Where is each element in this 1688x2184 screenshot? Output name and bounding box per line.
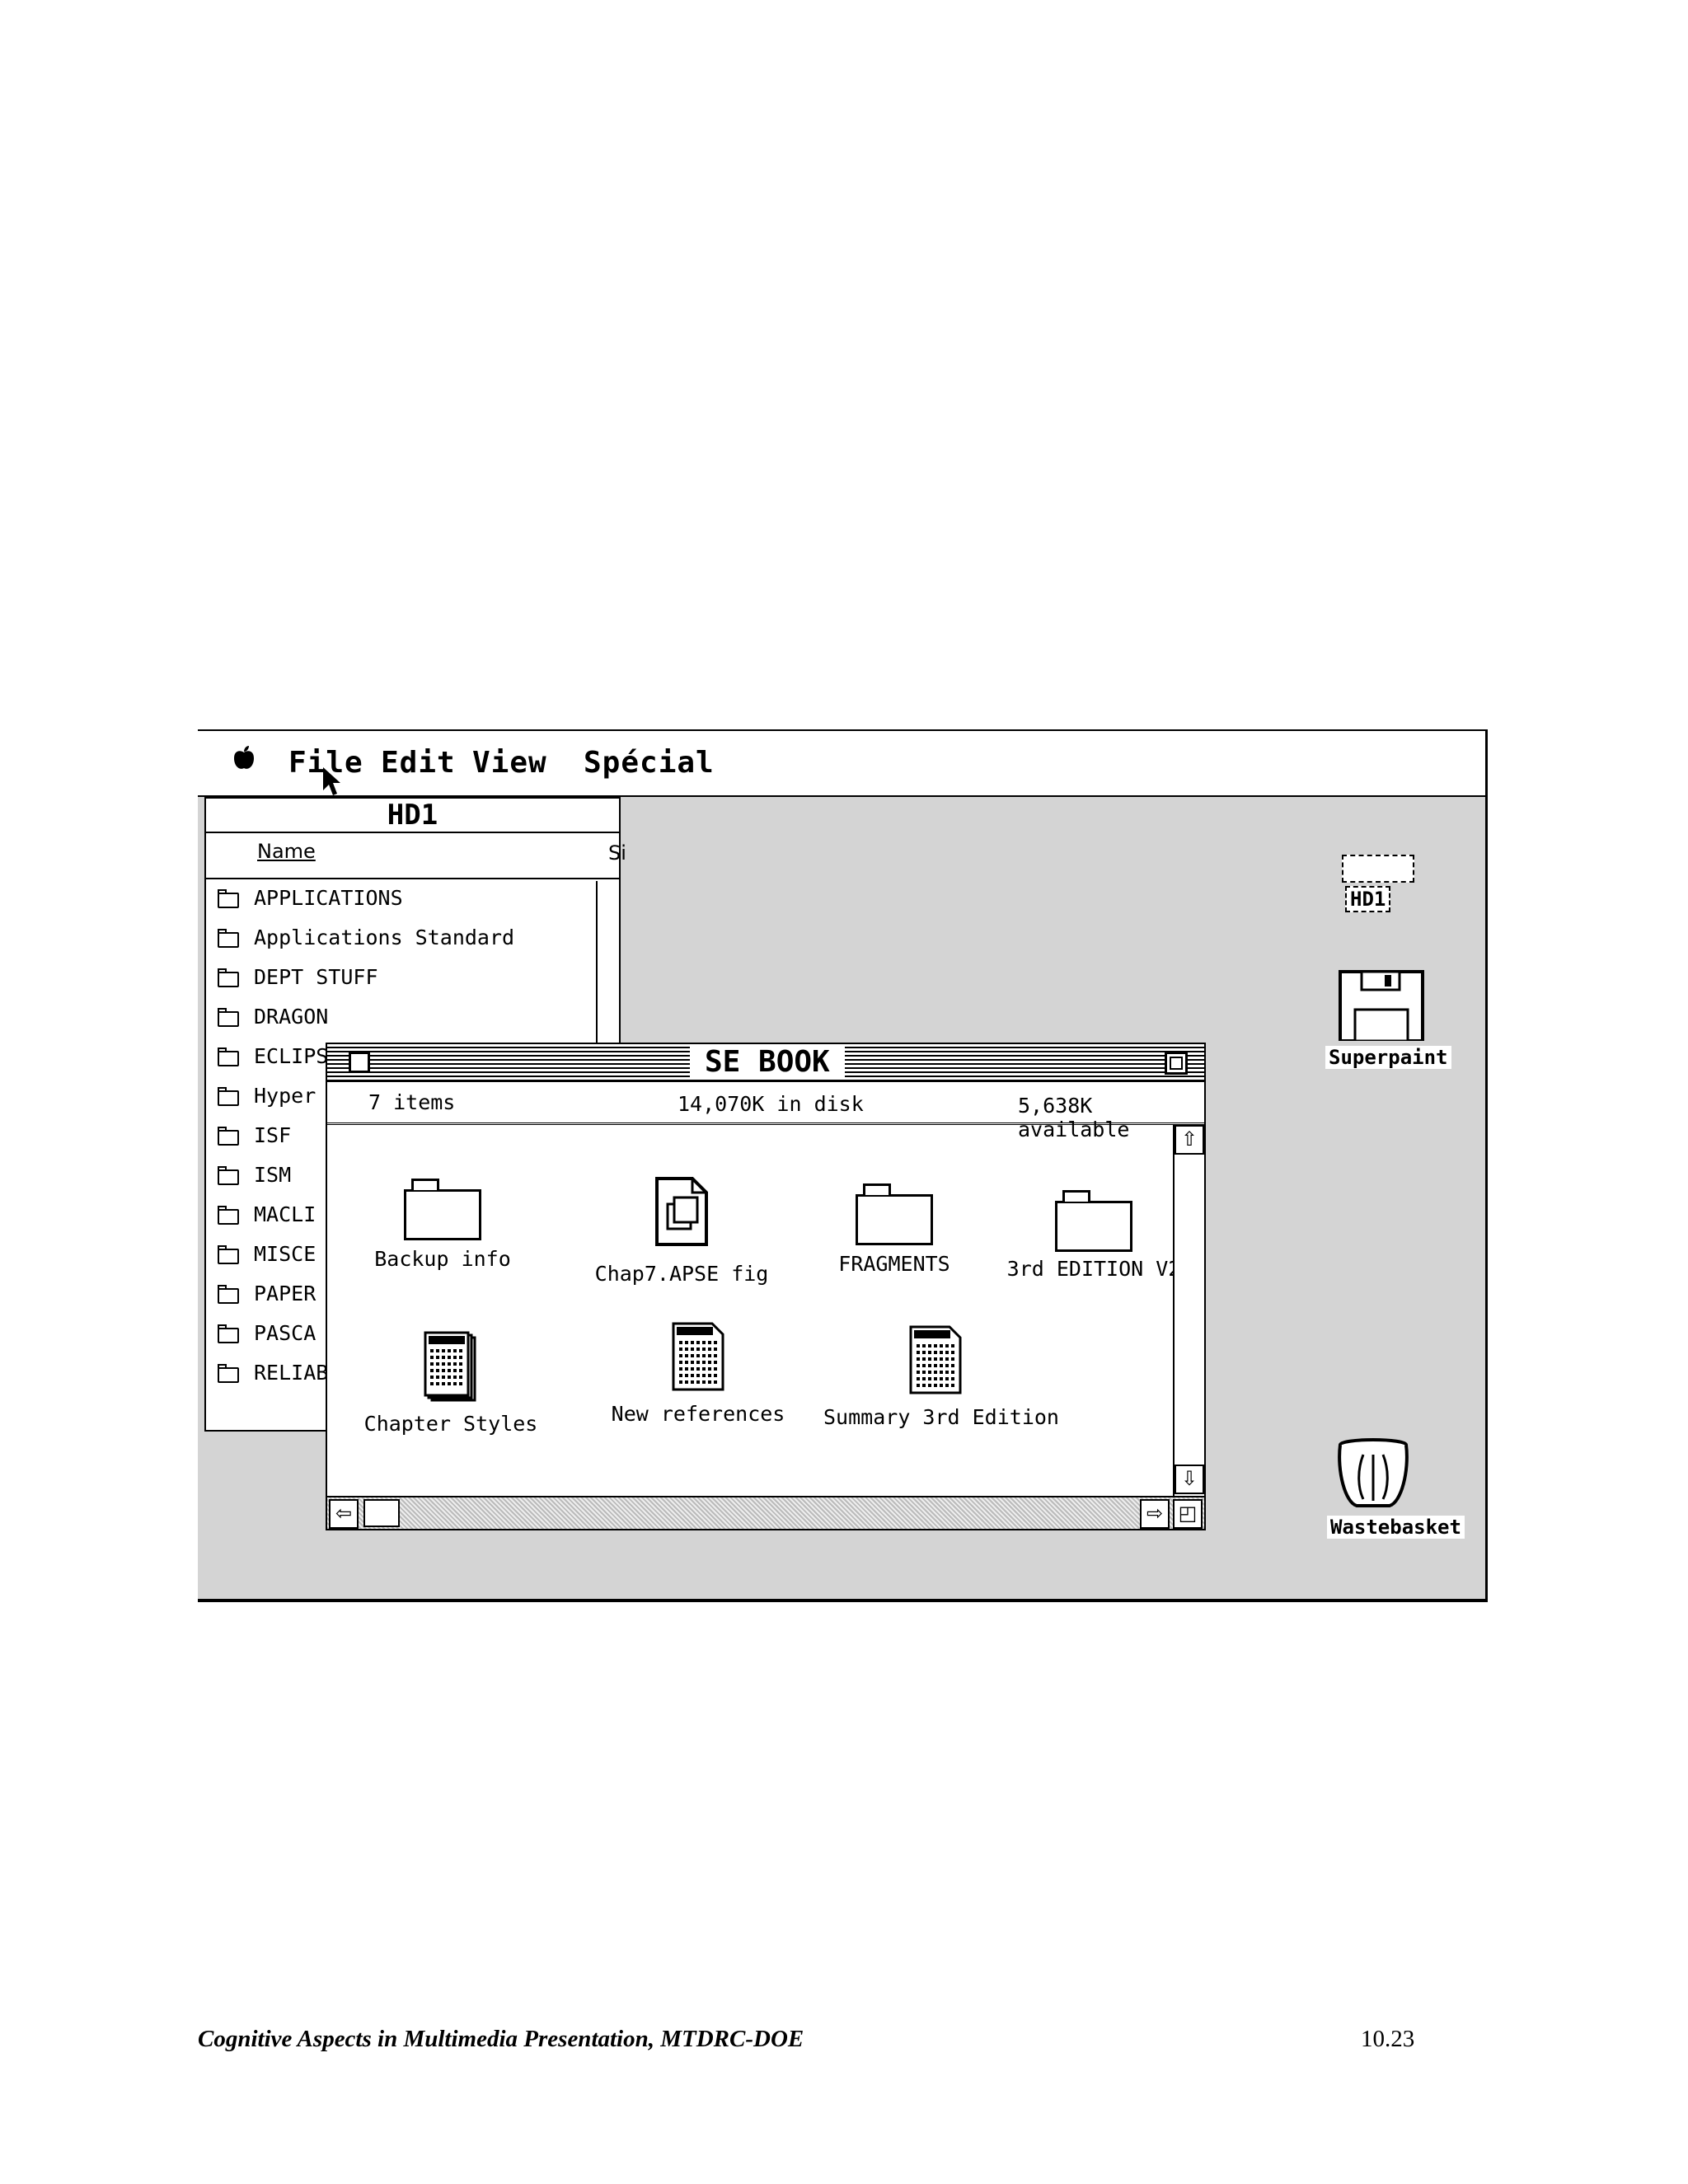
list-item-label: ECLIPS	[254, 1044, 329, 1068]
list-item-label: MISCE	[254, 1242, 316, 1266]
folder-icon	[218, 1047, 239, 1066]
disk-available: 5,638K available	[1018, 1094, 1130, 1141]
folder-icon	[218, 1285, 239, 1304]
list-item[interactable]: PASCA	[206, 1316, 598, 1356]
list-item-label: ISF	[254, 1123, 292, 1147]
list-item[interactable]: DEPT STUFF	[206, 960, 598, 1000]
folder-icon	[1055, 1190, 1132, 1252]
vertical-scrollbar[interactable]: ⇧ ⇩	[1173, 1125, 1204, 1496]
list-item-label: Applications Standard	[254, 926, 515, 949]
folder-icon	[218, 1364, 239, 1383]
icon-label: Backup info	[374, 1247, 511, 1271]
list-item[interactable]: RELIAB	[206, 1356, 598, 1395]
author-document-icon	[672, 1322, 724, 1391]
document-icon	[655, 1177, 708, 1246]
list-item-label: MACLI	[254, 1202, 316, 1226]
list-item-label: DRAGON	[254, 1005, 329, 1029]
footer-citation: Cognitive Aspects in Multimedia Presenta…	[198, 2026, 804, 2052]
author-document-icon	[424, 1331, 476, 1402]
scroll-down-arrow-icon[interactable]: ⇩	[1175, 1465, 1204, 1494]
author-document-icon	[909, 1325, 962, 1394]
zoom-box-icon[interactable]	[1165, 1052, 1188, 1075]
icon-label: Summary 3rd Edition	[823, 1405, 1059, 1429]
se-book-window[interactable]: SE BOOK 7 items 14,070K in disk 5,638K a…	[326, 1043, 1206, 1530]
list-item[interactable]: DRAGON	[206, 1000, 598, 1039]
column-name-header[interactable]: Name	[257, 840, 316, 863]
item-count: 7 items	[368, 1090, 456, 1114]
folder-icon	[218, 1245, 239, 1264]
folder-icon	[218, 1127, 239, 1146]
list-item[interactable]: PAPER	[206, 1277, 598, 1316]
list-item[interactable]: MACLI	[206, 1197, 598, 1237]
folder-icon	[404, 1179, 481, 1240]
list-item-label: PASCA	[254, 1321, 316, 1345]
list-item[interactable]: APPLICATIONS	[206, 881, 598, 921]
window-title: SE BOOK	[690, 1046, 845, 1079]
scroll-left-arrow-icon[interactable]: ⇦	[329, 1499, 359, 1529]
mouse-pointer-icon	[323, 767, 340, 795]
folder-icon	[856, 1183, 933, 1245]
list-item-label: RELIAB	[254, 1361, 329, 1385]
scroll-thumb[interactable]	[363, 1499, 400, 1527]
folder-icon	[218, 889, 239, 908]
list-item[interactable]: ECLIPS	[206, 1039, 598, 1079]
folder-icon	[218, 1324, 239, 1343]
icon-label: FRAGMENTS	[838, 1252, 950, 1276]
menu-view[interactable]: View	[472, 746, 547, 780]
desktop-icon-label: Wastebasket	[1327, 1516, 1465, 1539]
list-item-label: DEPT STUFF	[254, 965, 378, 989]
window-title-bar[interactable]: SE BOOK	[327, 1044, 1204, 1082]
menu-bar: File Edit View Spécial	[198, 729, 1485, 797]
icon-label: Chap7.APSE fig	[594, 1262, 769, 1286]
menu-special[interactable]: Spécial	[584, 746, 715, 780]
folder-icon	[218, 929, 239, 948]
desktop-icon-label: HD1	[1345, 886, 1391, 912]
list-item[interactable]: ISM	[206, 1158, 598, 1197]
mac-desktop-screen: File Edit View Spécial HD1 Name Si APPLI…	[198, 729, 1488, 1599]
folder-icon	[218, 1008, 239, 1027]
apple-menu-icon[interactable]	[232, 743, 256, 779]
horizontal-scrollbar[interactable]: ⇦ ⇨ ◰	[327, 1496, 1204, 1529]
list-item-label: ISM	[254, 1163, 292, 1187]
disk-used: 14,070K in disk	[678, 1092, 864, 1116]
folder-icon	[218, 1166, 239, 1185]
screen-bottom-border	[198, 1599, 1488, 1602]
list-item[interactable]: ISF	[206, 1118, 598, 1158]
list-item-label: Hyper	[254, 1084, 316, 1108]
scroll-right-arrow-icon[interactable]: ⇨	[1140, 1499, 1170, 1529]
list-item-label: PAPER	[254, 1282, 316, 1305]
folder-icon	[218, 1206, 239, 1225]
wastebasket-icon	[1338, 1438, 1409, 1507]
list-item[interactable]: MISCE	[206, 1237, 598, 1277]
column-size-header[interactable]: Si	[608, 841, 626, 865]
icon-label: Chapter Styles	[363, 1412, 538, 1436]
icon-label: 3rd EDITION V2	[1006, 1257, 1181, 1281]
icon-label: New references	[611, 1402, 785, 1426]
desktop-icon-label: Superpaint	[1325, 1046, 1451, 1069]
page-number: 10.23	[1361, 2026, 1415, 2052]
window-info-bar: 7 items 14,070K in disk 5,638K available	[327, 1082, 1204, 1141]
close-box-icon[interactable]	[349, 1052, 370, 1073]
scroll-up-arrow-icon[interactable]: ⇧	[1175, 1125, 1204, 1155]
list-item-label: APPLICATIONS	[254, 886, 403, 910]
list-item[interactable]: Hyper	[206, 1079, 598, 1118]
floppy-disk-icon	[1339, 970, 1424, 1041]
folder-icon	[218, 968, 239, 987]
hd1-window-title[interactable]: HD1	[387, 799, 438, 832]
menu-edit[interactable]: Edit	[381, 746, 456, 780]
list-item[interactable]: Applications Standard	[206, 921, 598, 960]
size-box-icon[interactable]: ◰	[1173, 1499, 1203, 1529]
hard-disk-icon	[1342, 855, 1414, 883]
list-header: Name Si	[206, 832, 626, 879]
folder-icon	[218, 1087, 239, 1106]
